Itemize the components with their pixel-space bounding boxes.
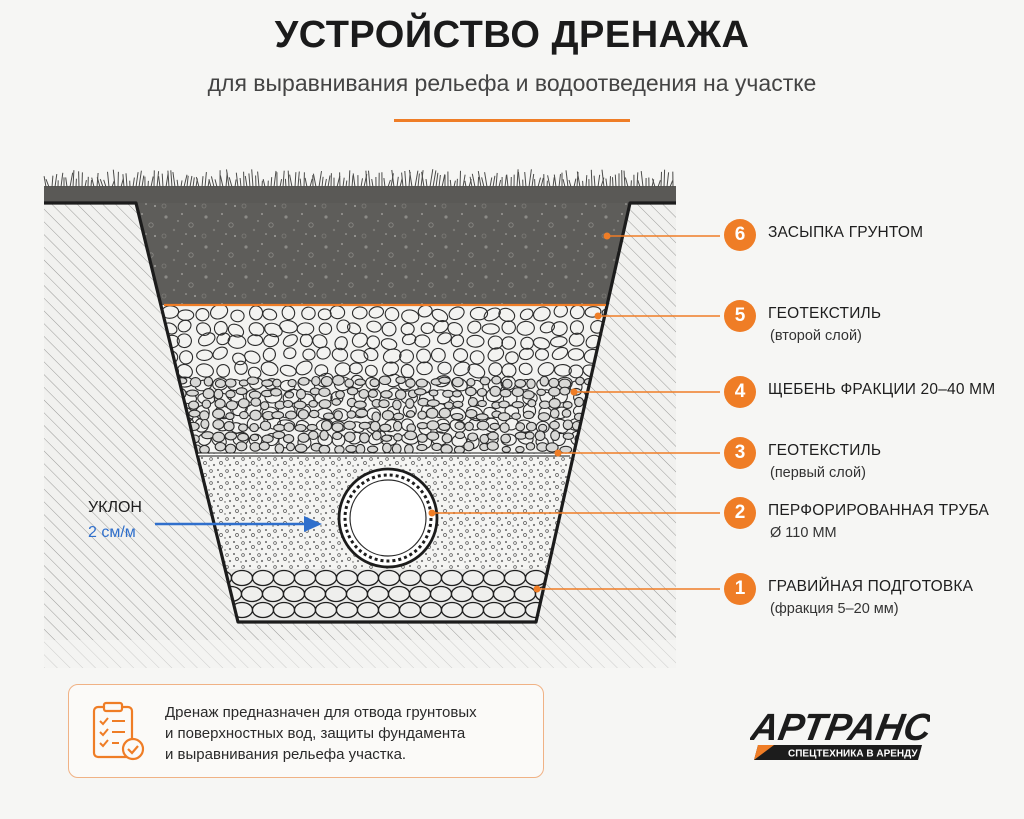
legend-label: ГЕОТЕКСТИЛЬ (768, 442, 882, 459)
legend-sublabel: (первый слой) (770, 465, 866, 481)
legend-sublabel: Ø 110 ММ (770, 525, 837, 541)
legend-number-badge: 1 (724, 573, 756, 605)
logo-tagline: СПЕЦТЕХНИКА В АРЕНДУ (788, 749, 918, 760)
note-text: Дренаж предназначен для отвода грунтовых… (165, 702, 537, 765)
logo-name: АРТРАНС (750, 706, 930, 749)
artrans-logo: АРТРАНС СПЕЦТЕХНИКА В АРЕНДУ (750, 706, 930, 760)
slope-value: 2 см/м (88, 524, 136, 541)
legend-sublabel: (второй слой) (770, 328, 862, 344)
legend-label: ЩЕБЕНЬ ФРАКЦИИ 20–40 ММ (768, 381, 996, 398)
legend-label: ЗАСЫПКА ГРУНТОМ (768, 224, 924, 241)
legend-label: ПЕРФОРИРОВАННАЯ ТРУБА (768, 502, 990, 519)
title-underline (394, 119, 630, 122)
legend-number-badge: 4 (724, 376, 756, 408)
checklist-clipboard-icon (92, 701, 145, 761)
page-subtitle: для выравнивания рельефа и водоотведения… (207, 70, 817, 96)
note-line: и поверхностных вод, защиты фундамента (165, 725, 466, 742)
logo-bar (754, 745, 922, 760)
legend-label: ГЕОТЕКСТИЛЬ (768, 305, 882, 322)
info-note-box: Дренаж предназначен для отвода грунтовых… (68, 684, 544, 778)
slope-label: УКЛОН (88, 499, 142, 516)
page-title: УСТРОЙСТВО ДРЕНАЖА (274, 14, 750, 56)
legend-number-badge: 5 (724, 300, 756, 332)
legend-number-badge: 3 (724, 437, 756, 469)
legend-number-badge: 6 (724, 219, 756, 251)
legend-number-badge: 2 (724, 497, 756, 529)
legend-label: ГРАВИЙНАЯ ПОДГОТОВКА (768, 578, 974, 595)
note-line: и выравнивания рельефа участка. (165, 746, 407, 763)
note-line: Дренаж предназначен для отвода грунтовых (165, 704, 477, 721)
legend-sublabel: (фракция 5–20 мм) (770, 601, 899, 617)
